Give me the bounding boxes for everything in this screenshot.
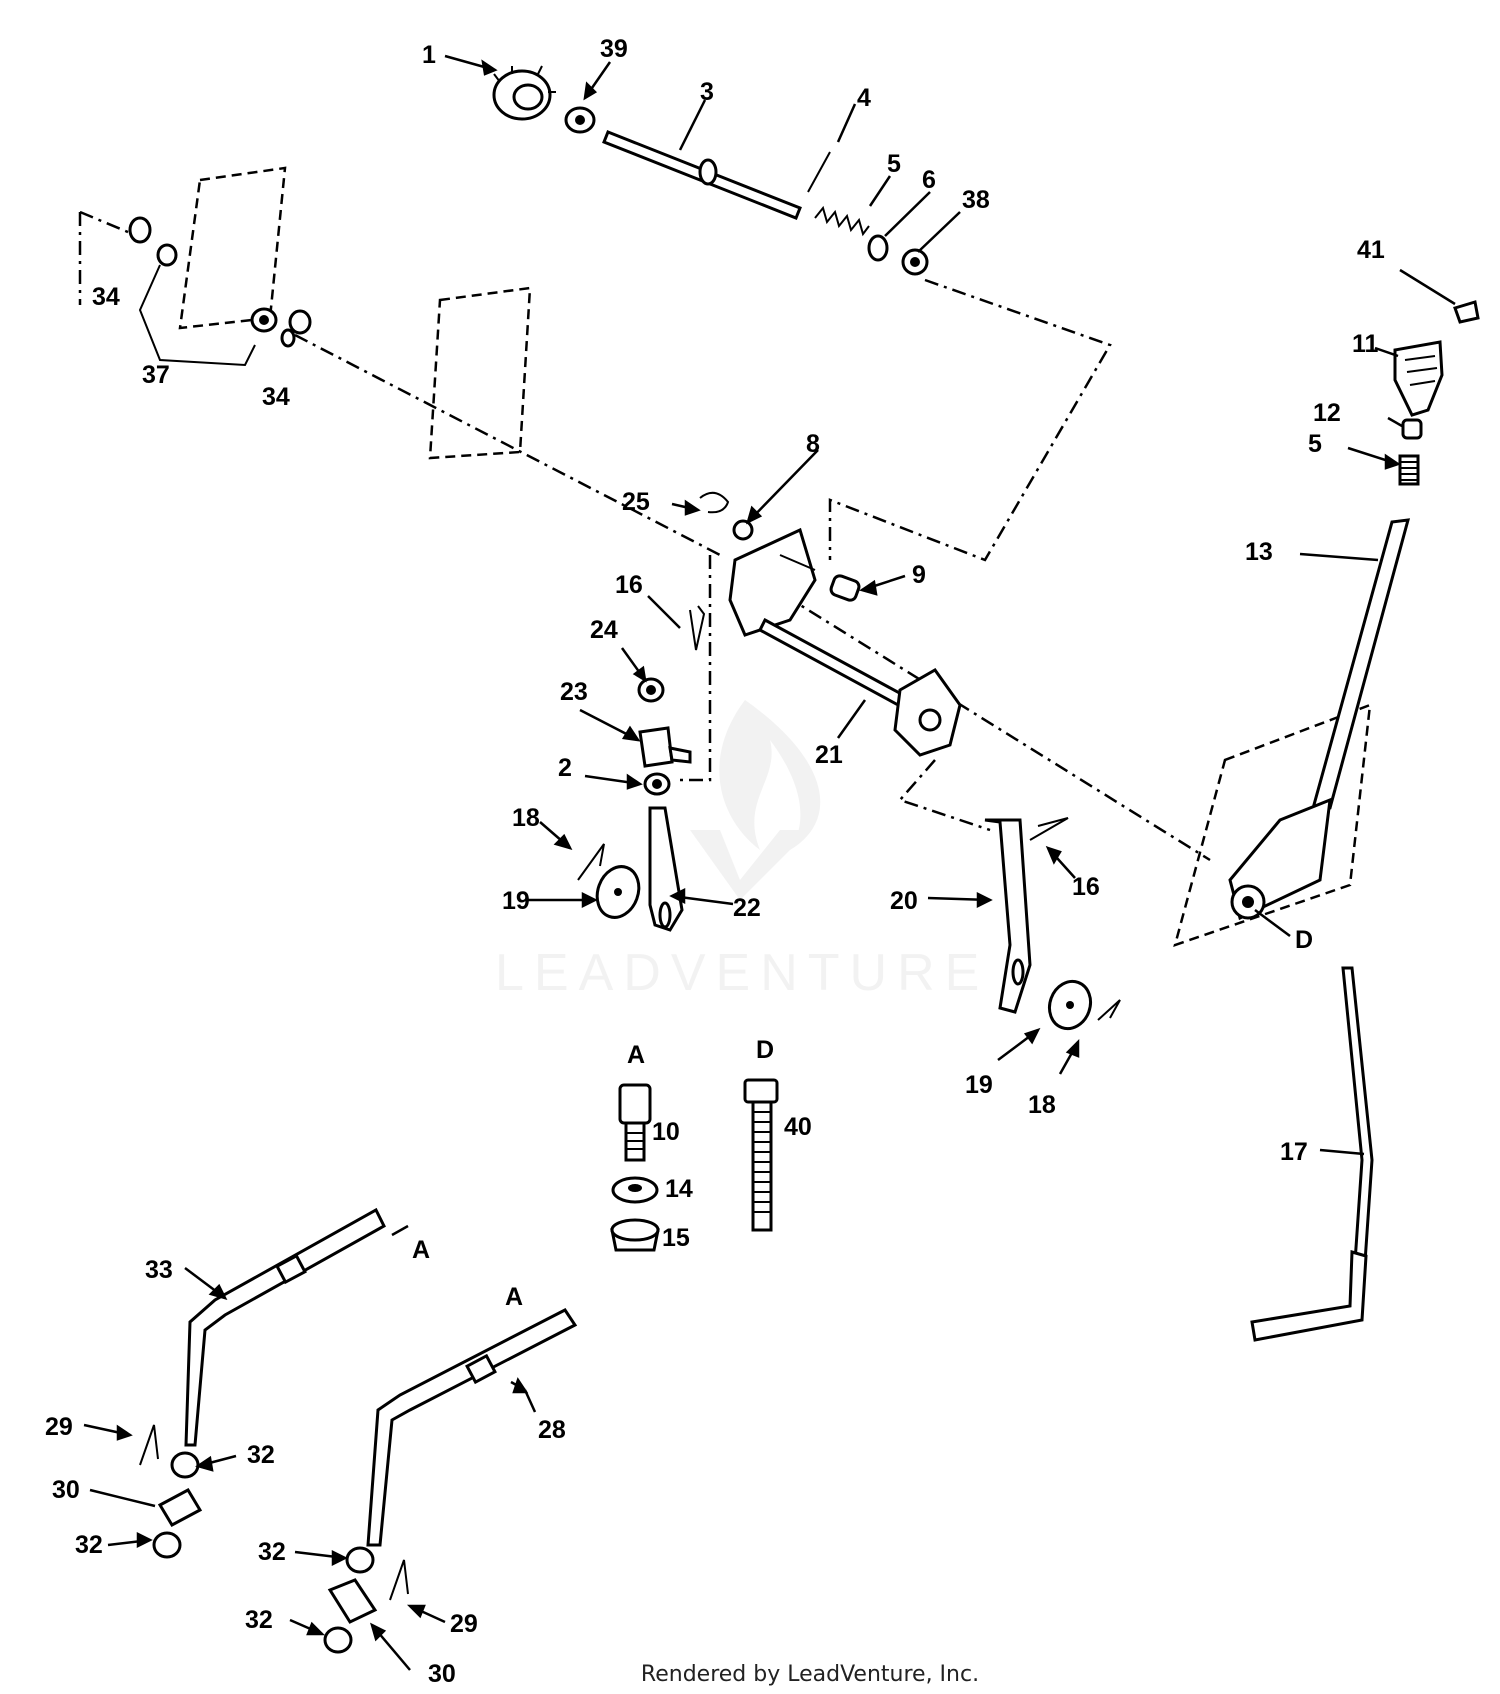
callout-5-lower: 5 [1308,430,1322,458]
callout-30-left: 30 [52,1476,80,1504]
part-6-washer [867,234,889,262]
callout-33: 33 [145,1256,173,1284]
part-1-knob [492,65,556,121]
part-34-clips [128,216,312,348]
callout-32-d: 32 [245,1606,273,1634]
part-39-nut [564,106,596,134]
callout-2: 2 [558,754,572,782]
callout-3: 3 [700,78,714,106]
callout-1: 1 [422,41,436,69]
part-22-link [648,806,684,932]
callout-17: 17 [1280,1138,1308,1166]
part-16-hairpins [689,605,1069,841]
callout-A-arm28: A [505,1283,523,1311]
callout-A-arm33: A [412,1236,430,1264]
callout-9: 9 [912,561,926,589]
callout-D-handle: D [1295,926,1313,954]
callout-29-right: 29 [450,1610,478,1638]
part-40-bolt [743,1078,779,1232]
callout-40: 40 [784,1113,812,1141]
part-3-shaft [602,130,802,220]
callout-22: 22 [733,894,761,922]
part-37-bushing [250,307,278,333]
footer-text: Rendered by LeadVenture, Inc. [640,1662,980,1687]
part-25-clip [699,491,730,514]
callout-5-upper: 5 [887,150,901,178]
callout-24: 24 [590,616,618,644]
part-41-cap [1453,300,1480,324]
callout-32-c: 32 [258,1538,286,1566]
callout-38: 38 [962,186,990,214]
callout-18-left: 18 [512,804,540,832]
part-23-swivel [638,726,692,768]
part-8-washer [732,519,754,541]
part-14-washer [611,1176,659,1204]
callout-34-left: 34 [92,283,120,311]
callout-29-left: 29 [45,1413,73,1441]
callout-25: 25 [622,488,650,516]
callout-32-b: 32 [75,1531,103,1559]
callout-37: 37 [142,361,170,389]
callout-30-right: 30 [428,1660,456,1688]
callout-11: 11 [1352,330,1379,358]
callout-14: 14 [665,1175,693,1203]
callout-4: 4 [857,84,871,112]
callout-6: 6 [922,166,936,194]
callout-A-header: A [627,1041,645,1069]
part-15-locknut [610,1218,660,1252]
callout-19-left: 19 [502,887,530,915]
callout-28: 28 [538,1416,566,1444]
part-24-nut [637,677,665,703]
callout-8: 8 [806,430,820,458]
callout-12: 12 [1313,399,1341,427]
callout-23: 23 [560,678,588,706]
part-38-nut [901,248,929,276]
callout-labels: 1 39 3 4 5 6 38 34 37 34 41 11 12 5 13 8… [45,35,1385,1688]
part-9-fitting [829,574,861,602]
callout-10: 10 [652,1118,680,1146]
part-18-19-washers-right [1047,979,1121,1031]
footer-credit: Rendered by LeadVenture, Inc. [0,1662,1500,1687]
part-33-lift-arm [184,1207,386,1447]
callout-16-right: 16 [1072,873,1100,901]
part-20-link [984,818,1032,1014]
callout-19-right: 19 [965,1071,993,1099]
watermark-text: LEADVENTURE [495,944,989,1002]
callout-18-right: 18 [1028,1091,1056,1119]
part-21-shaft-bracket [728,527,962,757]
callout-41: 41 [1357,236,1385,264]
callout-20: 20 [890,887,918,915]
part-28-lift-arm [366,1308,578,1547]
part-4-pin [807,151,831,193]
part-30-ferrules [157,1488,378,1624]
part-18-19-washers-left [577,843,641,919]
part-11-grip [1393,340,1444,417]
part-2-nut [643,772,671,796]
watermark-logo: LEADVENTURE [495,700,989,1002]
part-10-bolt [618,1083,652,1162]
callout-D-header: D [756,1036,774,1064]
routing-lines [78,166,1372,947]
callout-39: 39 [600,35,628,63]
part-5-spring-lower [1398,454,1420,486]
callout-16-left: 16 [615,571,643,599]
part-13-lift-handle [1228,518,1411,921]
callout-13: 13 [1245,538,1273,566]
callout-32-a: 32 [247,1441,275,1469]
callout-15: 15 [662,1224,690,1252]
part-12-spacer [1401,418,1423,440]
leader-lines [83,54,1456,1671]
part-5-spring-upper [814,205,870,237]
part-17-rod [1250,966,1374,1342]
callout-21: 21 [815,741,843,769]
part-29-hairpins [139,1424,409,1601]
part-32-nuts [152,1451,375,1654]
callout-34-right: 34 [262,383,290,411]
